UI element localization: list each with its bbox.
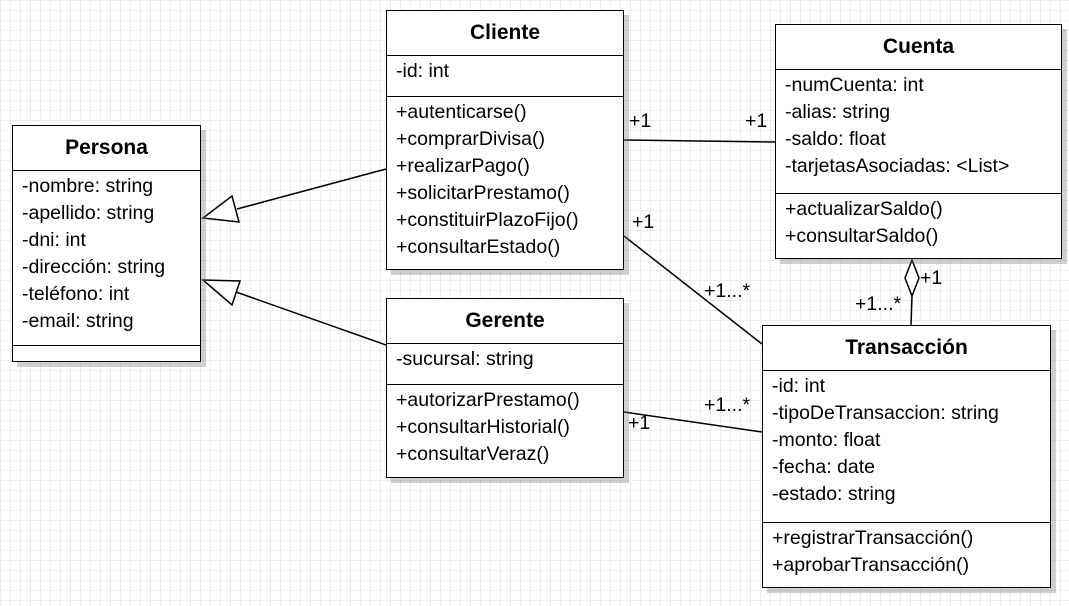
attribute: -monto: float bbox=[772, 429, 881, 451]
association-cliente-cuenta bbox=[623, 139, 776, 143]
attribute: -email: string bbox=[22, 310, 134, 332]
inheritance-arrowhead-gerente bbox=[200, 279, 242, 307]
class-persona-attributes: -nombre: string -apellido: string -dni: … bbox=[13, 171, 200, 346]
attribute: -id: int bbox=[396, 60, 450, 82]
class-transaccion-name: Transacción bbox=[763, 326, 1050, 371]
class-gerente-attributes: -sucursal: string bbox=[387, 344, 623, 385]
aggregation-diamond bbox=[904, 257, 920, 299]
method: +solicitarPrestamo() bbox=[396, 182, 570, 204]
attribute: -fecha: date bbox=[772, 456, 875, 478]
method: +realizarPago() bbox=[396, 155, 530, 177]
attribute: -apellido: string bbox=[22, 202, 155, 224]
multiplicity-gerente-transaccion-gerente-end: +1 bbox=[628, 412, 651, 434]
attribute: -alias: string bbox=[785, 101, 891, 123]
multiplicity-cliente-transaccion-transaccion-end: +1...* bbox=[704, 280, 751, 302]
method: +consultarEstado() bbox=[396, 236, 561, 258]
multiplicity-cliente-cuenta-cliente-end: +1 bbox=[629, 110, 652, 132]
class-cuenta-name: Cuenta bbox=[776, 25, 1061, 70]
attribute: -numCuenta: int bbox=[785, 74, 924, 96]
method: +registrarTransacción() bbox=[772, 527, 974, 549]
attribute: -dirección: string bbox=[22, 256, 166, 278]
attribute: -tipoDeTransaccion: string bbox=[772, 402, 999, 424]
class-cuenta-attributes: -numCuenta: int -alias: string -saldo: f… bbox=[776, 70, 1061, 194]
association-cliente-transaccion bbox=[623, 235, 763, 345]
method: +autenticarse() bbox=[396, 101, 527, 123]
inheritance-arrowhead-cliente bbox=[201, 194, 241, 223]
class-gerente[interactable]: Gerente -sucursal: string +autorizarPres… bbox=[386, 298, 624, 478]
class-cliente[interactable]: Cliente -id: int +autenticarse() +compra… bbox=[386, 10, 624, 270]
class-transaccion[interactable]: Transacción -id: int -tipoDeTransaccion:… bbox=[762, 325, 1051, 588]
method: +consultarVeraz() bbox=[396, 443, 550, 465]
attribute: -saldo: float bbox=[785, 128, 886, 150]
aggregation-cuenta-transaccion bbox=[910, 295, 913, 326]
inheritance-cliente-persona bbox=[236, 168, 387, 210]
attribute: -tarjetasAsociadas: <List> bbox=[785, 155, 1010, 177]
multiplicity-cuenta-transaccion-transaccion-end: +1...* bbox=[855, 293, 902, 315]
class-cliente-methods: +autenticarse() +comprarDivisa() +realiz… bbox=[387, 97, 623, 263]
class-gerente-name: Gerente bbox=[387, 299, 623, 344]
attribute: -id: int bbox=[772, 375, 826, 397]
attribute: -teléfono: int bbox=[22, 283, 130, 305]
multiplicity-gerente-transaccion-transaccion-end: +1...* bbox=[704, 394, 751, 416]
method: +consultarHistorial() bbox=[396, 416, 570, 438]
multiplicity-cliente-cuenta-cuenta-end: +1 bbox=[745, 110, 768, 132]
attribute: -estado: string bbox=[772, 483, 896, 505]
class-cuenta[interactable]: Cuenta -numCuenta: int -alias: string -s… bbox=[775, 24, 1062, 259]
attribute: -dni: int bbox=[22, 229, 86, 251]
class-cuenta-methods: +actualizarSaldo() +consultarSaldo() bbox=[776, 194, 1061, 252]
attribute: -nombre: string bbox=[22, 175, 154, 197]
class-gerente-methods: +autorizarPrestamo() +consultarHistorial… bbox=[387, 385, 623, 470]
class-persona-methods bbox=[13, 346, 200, 360]
method: +consultarSaldo() bbox=[785, 225, 939, 247]
method: +actualizarSaldo() bbox=[785, 198, 943, 220]
class-persona-name: Persona bbox=[13, 126, 200, 171]
multiplicity-cliente-transaccion-cliente-end: +1 bbox=[632, 211, 655, 233]
inheritance-gerente-persona bbox=[235, 291, 387, 346]
attribute: -sucursal: string bbox=[396, 348, 534, 370]
class-cliente-attributes: -id: int bbox=[387, 56, 623, 97]
class-persona[interactable]: Persona -nombre: string -apellido: strin… bbox=[12, 125, 201, 362]
multiplicity-cuenta-transaccion-cuenta-end: +1 bbox=[920, 267, 943, 289]
class-cliente-name: Cliente bbox=[387, 11, 623, 56]
method: +comprarDivisa() bbox=[396, 128, 545, 150]
class-transaccion-methods: +registrarTransacción() +aprobarTransacc… bbox=[763, 523, 1050, 581]
method: +autorizarPrestamo() bbox=[396, 389, 580, 411]
method: +aprobarTransacción() bbox=[772, 554, 970, 576]
method: +constituirPlazoFijo() bbox=[396, 209, 579, 231]
association-gerente-transaccion bbox=[623, 411, 763, 433]
class-transaccion-attributes: -id: int -tipoDeTransaccion: string -mon… bbox=[763, 371, 1050, 523]
